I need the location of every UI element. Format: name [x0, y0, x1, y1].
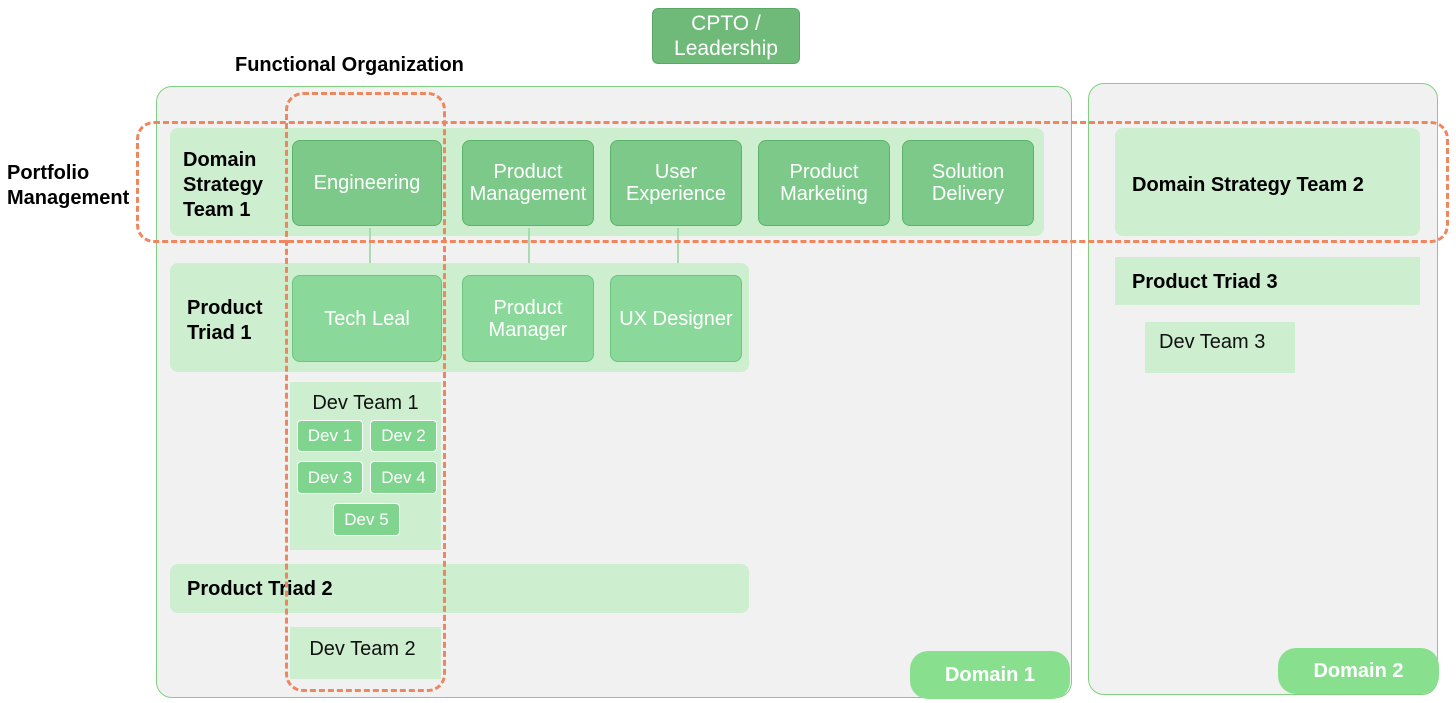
- portfolio-management-label: Portfolio Management: [7, 162, 130, 209]
- product-triad-2-label: Product Triad 2: [187, 578, 333, 600]
- function-product-management: Product Management: [462, 140, 594, 226]
- domain-strategy-team-2-band: [1115, 128, 1420, 236]
- function-user-experience: User Experience: [610, 140, 742, 226]
- product-triad-1-label: Product Triad 1: [187, 297, 263, 344]
- role-product-manager: Product Manager: [462, 275, 594, 362]
- dev-4: Dev 4: [370, 461, 437, 494]
- connector-pm-productmanager: [528, 228, 530, 274]
- product-triad-3-band: [1115, 257, 1420, 305]
- functional-organization-label: Functional Organization: [235, 54, 464, 76]
- dev-team-3-box: [1145, 322, 1295, 373]
- dev-3: Dev 3: [297, 461, 363, 494]
- domain-1-tag: Domain 1: [910, 651, 1070, 699]
- dev-2: Dev 2: [370, 420, 437, 452]
- connector-engineering-techlead: [369, 228, 371, 274]
- product-triad-2-band: [170, 564, 749, 613]
- domain-strategy-team-2-label: Domain Strategy Team 2: [1132, 174, 1364, 196]
- role-tech-lead: Tech Leal: [292, 275, 442, 362]
- functional-organization-dashed-outline: [285, 92, 446, 692]
- domain-strategy-team-1-label: Domain Strategy Team 1: [183, 149, 264, 221]
- dev-team-2-label: Dev Team 2: [309, 638, 416, 660]
- function-engineering: Engineering: [292, 140, 442, 226]
- product-triad-3-label: Product Triad 3: [1132, 271, 1278, 293]
- connector-ux-uxdesigner: [677, 228, 679, 274]
- dev-team-2-box: [290, 627, 441, 679]
- dev-5: Dev 5: [333, 503, 400, 536]
- cpto-leadership-box: CPTO / Leadership: [652, 8, 800, 64]
- domain-2-tag: Domain 2: [1278, 648, 1439, 694]
- role-ux-designer: UX Designer: [610, 275, 742, 362]
- function-solution-delivery: Solution Delivery: [902, 140, 1034, 226]
- dev-team-3-label: Dev Team 3: [1159, 331, 1266, 353]
- function-product-marketing: Product Marketing: [758, 140, 890, 226]
- dev-team-1-label: Dev Team 1: [312, 392, 419, 414]
- portfolio-management-dashed-outline: [136, 121, 1449, 243]
- dev-1: Dev 1: [297, 420, 363, 452]
